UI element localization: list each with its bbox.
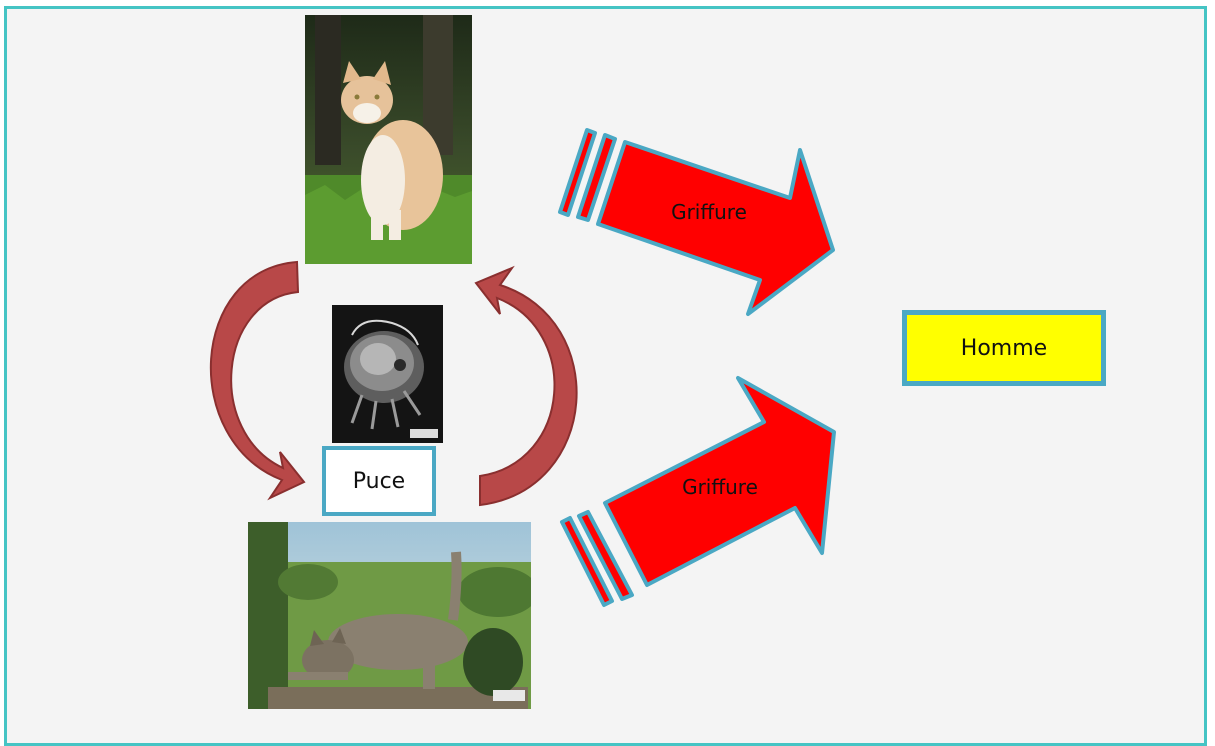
homme-box: Homme <box>902 310 1106 386</box>
arrow-upper-label: Griffure <box>671 200 747 224</box>
cat-sitting-photo <box>305 15 472 264</box>
arrow-griffure-lower: Griffure <box>560 376 836 607</box>
puce-label: Puce <box>352 468 406 494</box>
cycle-arrow-left <box>209 260 306 501</box>
flea-micrograph-photo <box>332 305 443 443</box>
cat-stretching-photo <box>248 522 531 709</box>
arrow-lower-label: Griffure <box>682 475 758 499</box>
arrow-griffure-upper: Griffure <box>558 128 835 316</box>
cycle-arrow-right <box>474 265 578 507</box>
puce-box: Puce <box>322 446 436 516</box>
homme-label: Homme <box>960 335 1048 361</box>
